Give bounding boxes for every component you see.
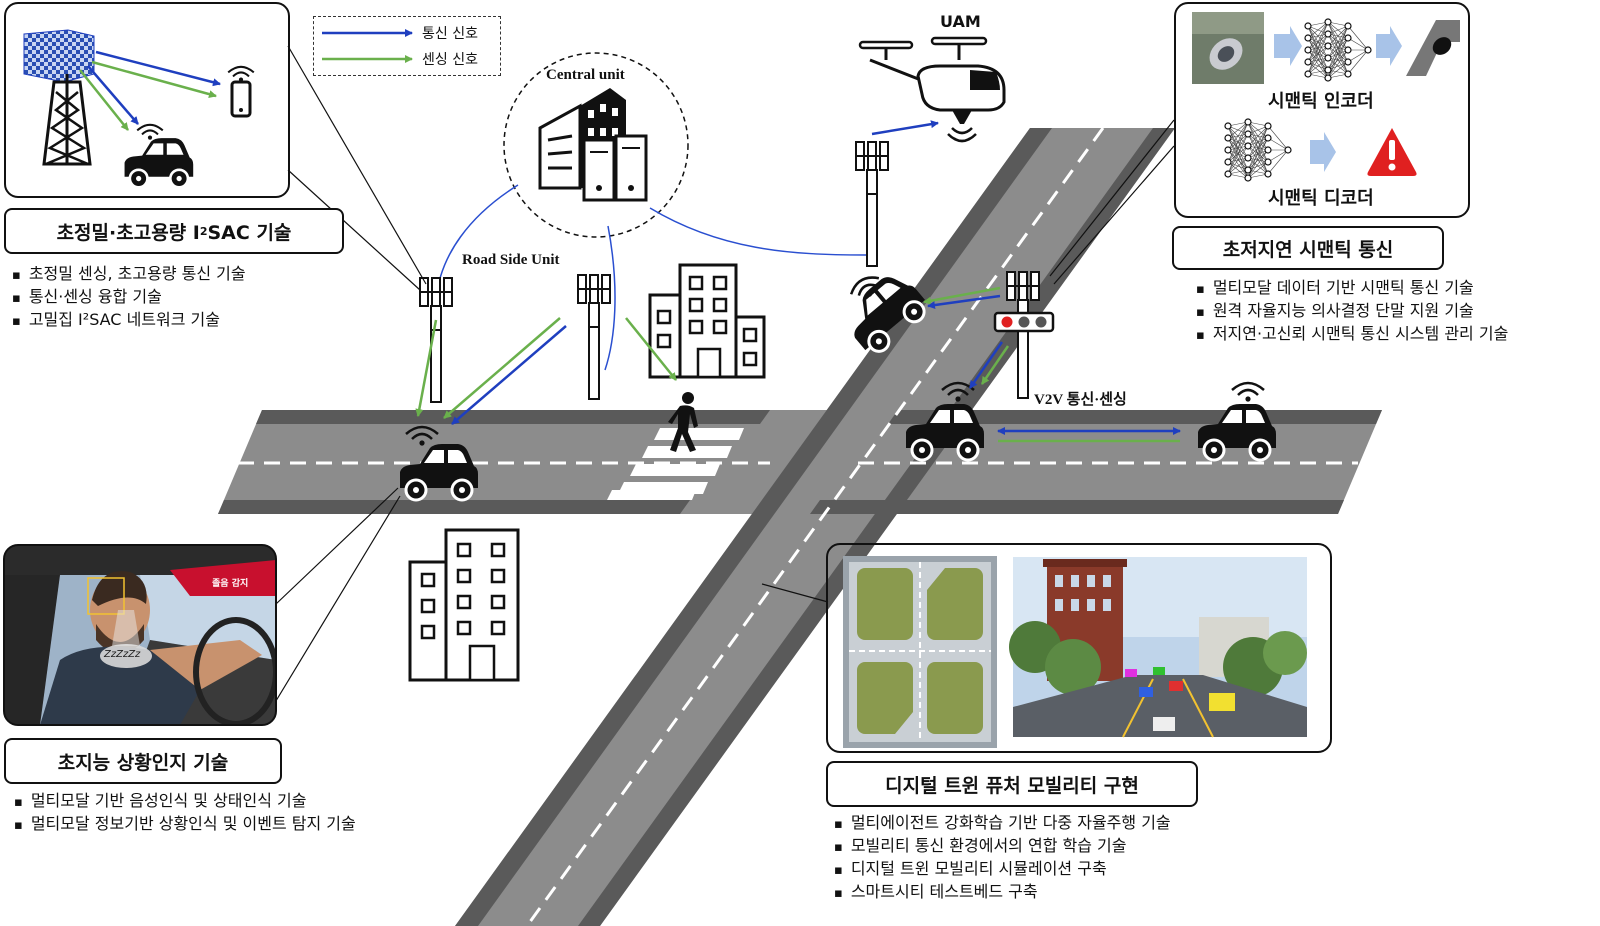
list-item: 저지연·고신뢰 시맨틱 통신 시스템 관리 기술	[1196, 323, 1508, 346]
pedestrian-icon	[668, 392, 698, 452]
digital-twin-illustration	[843, 556, 1307, 748]
digital-twin-title-box: 디지털 트윈 퓨처 모빌리티 구현	[826, 761, 1198, 807]
road-edge	[810, 500, 1344, 514]
arrow-icon	[1274, 26, 1302, 66]
list-item: 멀티모달 데이터 기반 시맨틱 통신 기술	[1196, 277, 1508, 300]
list-item: 멀티모달 정보기반 상황인식 및 이벤트 탐지 기술	[14, 813, 356, 836]
uam-label: UAM	[940, 12, 981, 31]
i2sac-title-sup: 2	[199, 224, 208, 238]
sensing-arrow	[980, 345, 1010, 385]
awareness-title-box: 초지능 상황인지 기술	[4, 738, 282, 784]
legend-sensing-label: 센싱 신호	[422, 52, 478, 68]
warning-icon	[1367, 128, 1417, 176]
connector-lines	[261, 45, 1175, 725]
crosswalk	[607, 428, 744, 500]
communication-arrow	[927, 294, 1001, 309]
communication-arrow	[451, 325, 567, 425]
sensing-arrow	[625, 317, 677, 381]
legend-communication-label: 통신 신호	[422, 26, 478, 42]
neural-network-icon	[1224, 118, 1292, 182]
i2sac-list: 초정밀 센싱, 초고용량 통신 기술 통신·센싱 융합 기술 고밀집 I²SAC…	[12, 263, 246, 332]
diagonal-road-edge	[455, 128, 1052, 926]
road-edge	[218, 500, 690, 514]
lane-dashes	[525, 127, 1105, 926]
road-side-unit-label: Road Side Unit	[462, 252, 560, 268]
rsu-tower-right	[1006, 271, 1040, 399]
communication-arrow	[968, 341, 1004, 389]
sensing-arrow	[415, 319, 438, 417]
list-item: 스마트시티 테스트베드 구축	[834, 881, 1171, 904]
rsu-tower-uam	[855, 141, 889, 267]
data-center-icon	[538, 88, 648, 202]
v2v-label: V2V 통신·센싱	[1034, 392, 1127, 408]
legend-swatches	[322, 29, 413, 63]
building-bottom	[408, 528, 520, 682]
list-item: 멀티에이전트 강화학습 기반 다중 자율주행 기술	[834, 812, 1171, 835]
list-item: 모빌리티 통신 환경에서의 연합 학습 기술	[834, 835, 1171, 858]
list-item: 통신·센싱 융합 기술	[12, 286, 246, 309]
wifi-icon	[1230, 381, 1266, 403]
segmentation-thumbnail	[1406, 20, 1460, 76]
awareness-title: 초지능 상황인지 기술	[57, 751, 229, 774]
city-simulation-thumbnail	[1009, 557, 1307, 738]
digital-twin-title: 디지털 트윈 퓨처 모빌리티 구현	[885, 774, 1139, 797]
list-item: 원격 자율지능 의사결정 단말 지원 기술	[1196, 300, 1508, 323]
list-item: 디지털 트윈 모빌리티 시뮬레이션 구축	[834, 858, 1171, 881]
arrow-icon	[1376, 26, 1402, 66]
signal-arrows	[415, 120, 1181, 443]
communication-arrow	[871, 120, 939, 136]
rsu-tower-middle	[577, 274, 611, 400]
semantic-list: 멀티모달 데이터 기반 시맨틱 통신 기술 원격 자율지능 의사결정 단말 지원…	[1196, 277, 1508, 346]
list-item: 고밀집 I²SAC 네트워크 기술	[12, 309, 246, 332]
digital-twin-panel	[826, 543, 1332, 753]
driver-photo	[3, 544, 277, 726]
semantic-encoder-label: 시맨틱 인코더	[1268, 91, 1374, 112]
i2sac-title-suffix: SAC 기술	[207, 221, 292, 244]
car-photo-thumbnail	[1192, 12, 1264, 84]
intersection-map-thumbnail	[843, 556, 997, 748]
semantic-title: 초저지연 시맨틱 통신	[1222, 238, 1394, 261]
list-item: 멀티모달 기반 음성인식 및 상태인식 기술	[14, 790, 356, 813]
semantic-decoder-label: 시맨틱 디코더	[1268, 188, 1374, 209]
semantic-panel	[1174, 2, 1470, 218]
list-item: 초정밀 센싱, 초고용량 통신 기술	[12, 263, 246, 286]
semantic-illustration	[1192, 12, 1460, 182]
central-unit	[503, 52, 689, 238]
traffic-light	[993, 311, 1055, 333]
i2sac-title-prefix: 초정밀·초고용량 I	[56, 221, 200, 244]
backhaul-link	[649, 207, 867, 256]
base-station-tower-icon	[23, 29, 95, 166]
digital-twin-list: 멀티에이전트 강화학습 기반 다중 자율주행 기술 모빌리티 통신 환경에서의 …	[834, 812, 1171, 904]
semantic-title-box: 초저지연 시맨틱 통신	[1172, 226, 1444, 270]
building-top	[648, 263, 766, 379]
driver-alert-label: 졸음 감지	[212, 579, 249, 589]
sensing-arrow	[443, 317, 561, 419]
sensing-arrow	[923, 286, 1001, 305]
i2sac-panel	[4, 2, 290, 198]
arrow-icon	[1310, 132, 1336, 172]
signal-legend: 통신 신호 센싱 신호	[313, 16, 501, 76]
road-edge	[256, 410, 770, 424]
uam-drone-icon	[858, 36, 1006, 143]
central-unit-label: Central unit	[546, 67, 625, 83]
backhaul-link	[604, 225, 616, 371]
i2sac-illustration	[23, 29, 255, 189]
awareness-list: 멀티모달 기반 음성인식 및 상태인식 기술 멀티모달 정보기반 상황인식 및 …	[14, 790, 356, 836]
phone-icon	[230, 80, 252, 118]
sleep-text: ZzZzZz	[104, 649, 141, 660]
neural-network-icon	[1304, 18, 1372, 82]
